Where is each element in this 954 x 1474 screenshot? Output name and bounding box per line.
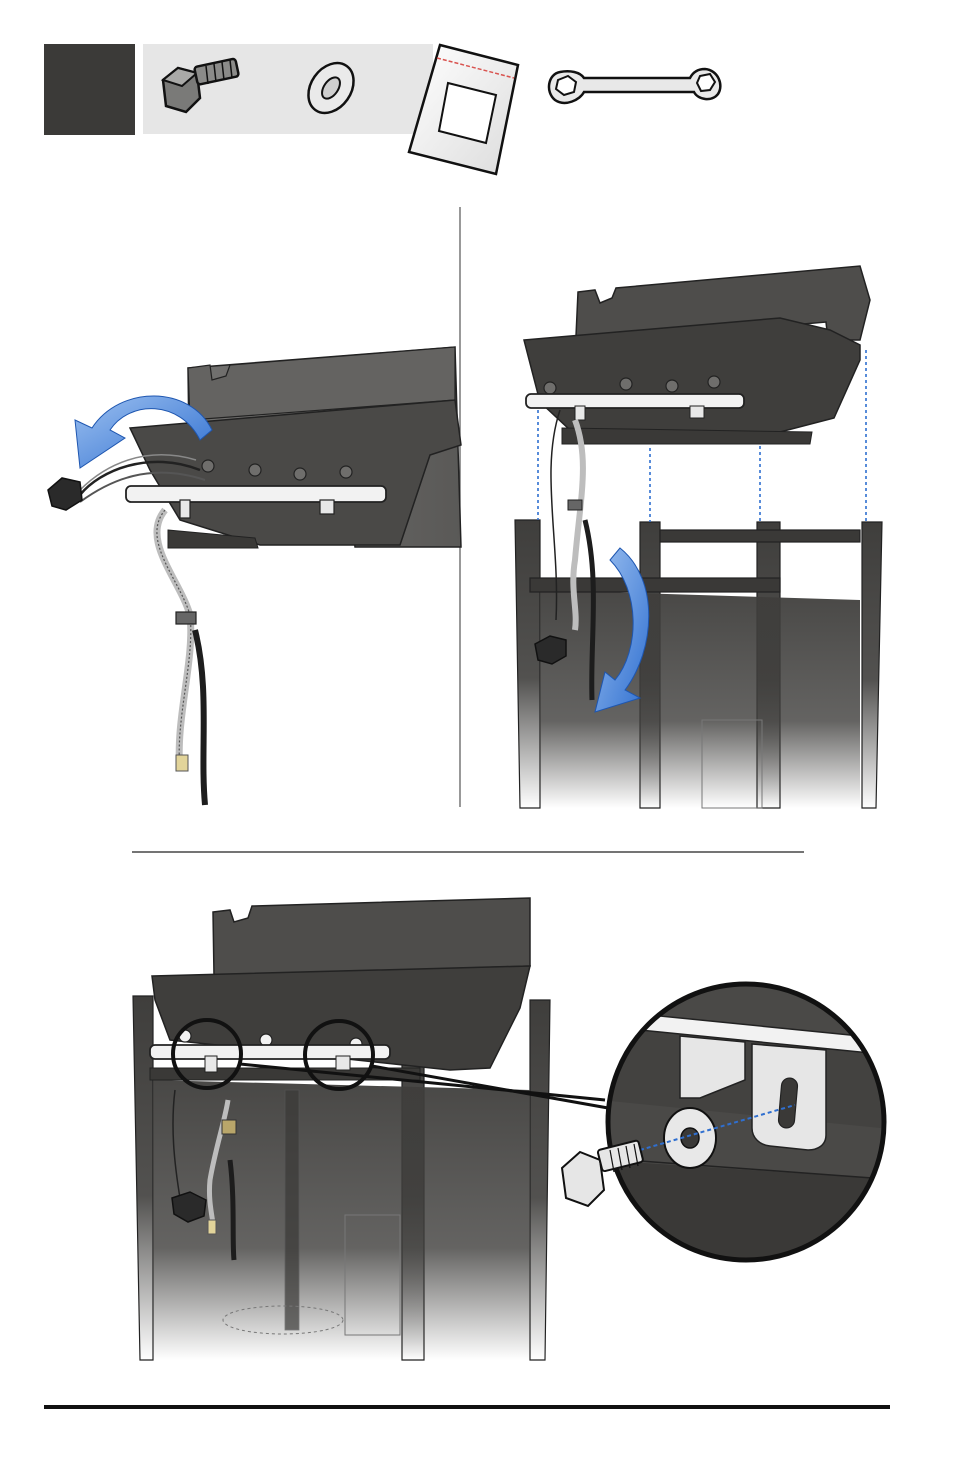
callout-circle-right	[303, 1019, 375, 1091]
bottom-rule	[44, 1405, 890, 1409]
zoom-detail	[560, 981, 887, 1263]
hardware-bag-icon	[407, 43, 520, 176]
panel-attach-cook-box	[132, 897, 609, 1361]
washer-icon	[307, 61, 355, 115]
panel-lower-cook-box	[514, 265, 883, 809]
step-number-box	[44, 44, 135, 135]
rotate-arrow-icon	[74, 395, 213, 469]
hex-bolt-icon	[160, 57, 240, 114]
lower-arrow-icon	[594, 547, 650, 713]
callout-circle-left	[171, 1018, 243, 1090]
panel-remove-cook-box	[47, 346, 462, 806]
wrench-icon	[547, 67, 722, 105]
